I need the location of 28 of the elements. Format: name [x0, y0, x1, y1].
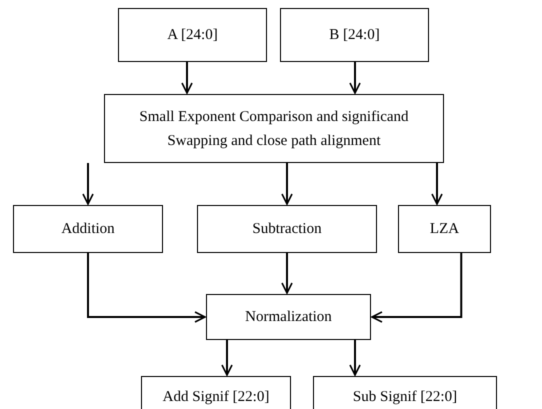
- arrow: [349, 62, 361, 94]
- box-label: Small Exponent Comparison and significand Swapping and close path alignment: [138, 108, 410, 150]
- box-label: Addition: [61, 220, 115, 239]
- process-box: [13, 205, 163, 253]
- arrow: [87, 253, 206, 323]
- process-box: [280, 8, 429, 62]
- box-label: Normalization: [245, 308, 332, 327]
- box-label: Add Signif [22:0]: [162, 388, 270, 406]
- process-box: [118, 8, 267, 62]
- arrow: [181, 62, 193, 94]
- process-box: [206, 294, 371, 340]
- box-label: Subtraction: [252, 220, 322, 239]
- arrow: [431, 163, 443, 205]
- arrow: [349, 340, 361, 376]
- process-box: [197, 205, 377, 253]
- box-label: B [24:0]: [329, 26, 380, 45]
- box-label: LZA: [430, 220, 460, 239]
- box-label: A [24:0]: [167, 26, 218, 45]
- process-box: [313, 376, 497, 409]
- arrow: [82, 163, 94, 205]
- arrow: [371, 253, 462, 323]
- arrow: [281, 253, 293, 294]
- process-box: [141, 376, 291, 409]
- arrow: [221, 340, 233, 376]
- arrow: [281, 163, 293, 205]
- process-box: [398, 205, 491, 253]
- box-label: Sub Signif [22:0]: [352, 388, 458, 406]
- process-box: [104, 94, 444, 163]
